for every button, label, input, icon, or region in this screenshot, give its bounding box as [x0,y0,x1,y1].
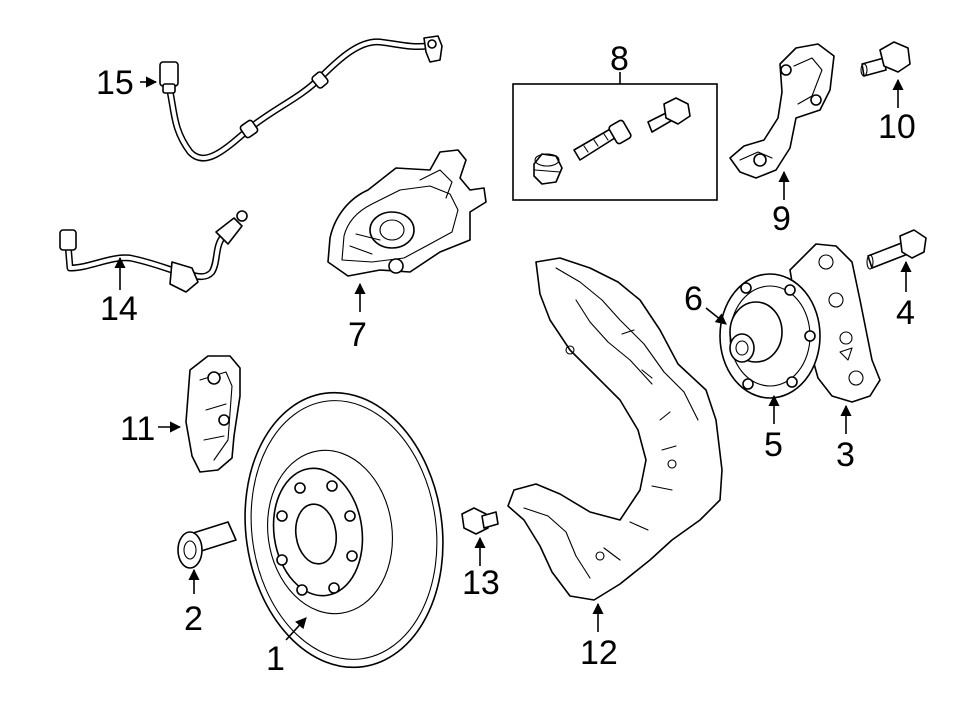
brake-caliper[interactable] [327,149,487,277]
callout-9: 9 [772,200,791,238]
callout-1: 1 [266,640,285,678]
brake-rotor[interactable] [228,380,461,681]
callout-12: 12 [580,634,618,672]
guide-pin-kit[interactable] [512,83,718,201]
hub-bolt[interactable] [866,229,927,270]
callout-labels: 15 14 7 8 9 10 4 6 5 3 11 2 1 13 12 [96,40,916,678]
brake-pads[interactable] [185,355,241,473]
callout-2: 2 [184,600,203,638]
splash-shield[interactable] [507,257,723,601]
callout-15: 15 [96,64,134,102]
leader-lines [114,72,912,641]
callout-5: 5 [764,426,783,464]
brake-hose[interactable] [59,210,248,293]
callout-13: 13 [462,564,500,602]
abs-sensor-wire[interactable] [159,35,443,162]
callout-10: 10 [878,108,916,146]
callout-4: 4 [896,294,915,332]
callout-14: 14 [100,290,138,328]
bracket-bolt[interactable] [860,41,911,77]
hub-bearing-assembly[interactable] [719,273,821,399]
caliper-bracket[interactable] [729,43,835,179]
shield-bolt[interactable] [461,507,499,535]
callout-6: 6 [684,280,703,318]
callout-11: 11 [120,410,155,448]
callout-7: 7 [348,316,367,354]
wheel-stud[interactable] [177,521,237,569]
kit-box [512,83,718,201]
callout-3: 3 [836,436,855,474]
callout-8: 8 [610,40,629,78]
